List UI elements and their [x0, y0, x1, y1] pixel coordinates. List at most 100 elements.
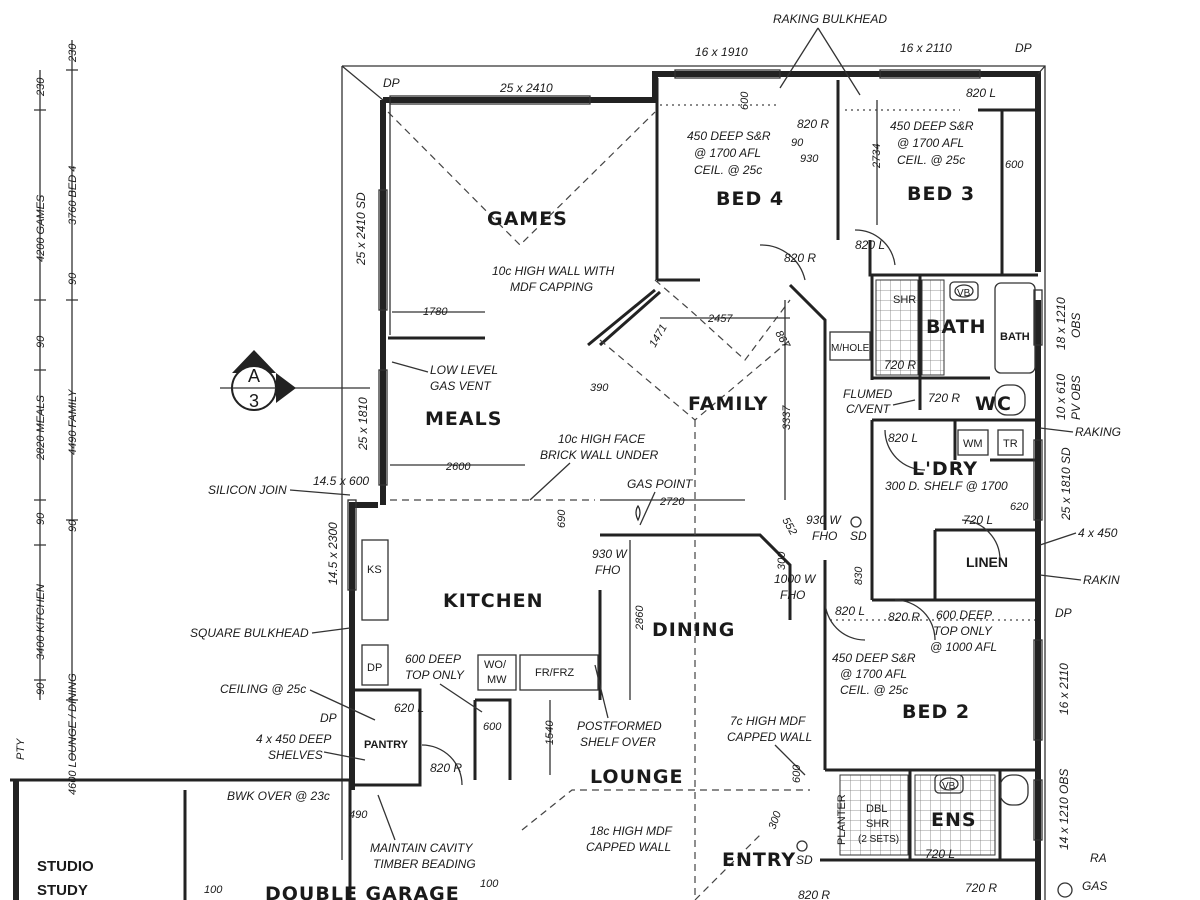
note-flumed-1: FLUMED	[843, 387, 893, 401]
note-dbl-shr-3: (2 SETS)	[858, 834, 899, 845]
door-ens-door: 720 L	[925, 847, 955, 861]
door-swings	[421, 229, 1001, 786]
room-bed2: BED 2	[902, 701, 970, 723]
room-labels: GAMES BED 4 BED 3 BATH BATH FAMILY MEALS…	[37, 183, 1030, 900]
dim-2860: 2860	[634, 605, 646, 631]
left-dim-kitchen: 3400 KITCHEN	[35, 584, 47, 660]
room-linen: LINEN	[966, 554, 1008, 570]
note-gas: GAS	[1082, 879, 1107, 893]
dimension-lines	[390, 100, 878, 775]
dim-300: 300	[776, 551, 788, 570]
note-fho-3-b: FHO	[780, 588, 805, 602]
window-laundry-side: 25 x 1810 SD	[1059, 447, 1073, 521]
note-face-brick-2: BRICK WALL UNDER	[540, 448, 659, 462]
dim-100-a: 100	[204, 884, 223, 896]
dim-2457: 2457	[707, 313, 733, 325]
windows	[347, 69, 1043, 841]
window-wc-side-a: 10 x 610	[1054, 374, 1068, 420]
dim-600-kitchen: 600	[483, 721, 502, 733]
note-flumed-2: C/VENT	[846, 402, 892, 416]
left-dim-230-a: 230	[35, 77, 47, 97]
door-bed4-robe: 820 R	[797, 117, 829, 131]
note-games-wall-1: 10c HIGH WALL WITH	[492, 264, 615, 278]
note-bwk-over: BWK OVER @ 23c	[227, 789, 330, 803]
window-labels: 25 x 2410 16 x 1910 16 x 2110 25 x 2410 …	[313, 41, 1083, 850]
note-mdf-7c-1: 7c HIGH MDF	[730, 714, 806, 728]
door-bed3-robe: 820 L	[966, 86, 996, 100]
note-dp-kitchen: DP	[367, 662, 382, 674]
note-shelf-600-1: 600 DEEP	[405, 652, 461, 666]
room-lounge: LOUNGE	[590, 766, 684, 788]
note-vb-1: VB	[957, 288, 971, 299]
note-bed2-shelf-1: 600 DEEP	[936, 608, 992, 622]
note-robe-bed3-3: CEIL. @ 25c	[897, 153, 965, 167]
dim-600-bed4: 600	[739, 91, 751, 110]
note-wm: WM	[963, 438, 983, 450]
dim-600-bed3: 600	[1005, 159, 1024, 171]
window-bed4-top: 16 x 1910	[695, 45, 748, 59]
note-dp-top: DP	[1015, 41, 1032, 55]
window-bed3-top: 16 x 2110	[900, 41, 952, 55]
dim-690: 690	[556, 509, 568, 528]
window-wc-side-b: PV OBS	[1069, 375, 1083, 420]
note-face-brick-1: 10c HIGH FACE	[558, 432, 646, 446]
room-laundry: L'DRY	[912, 458, 978, 480]
note-mdf-18c-1: 18c HIGH MDF	[590, 824, 673, 838]
room-ensuite: ENS	[931, 809, 977, 831]
dim-300-entry: 300	[767, 809, 785, 831]
room-studio-line1: STUDIO	[37, 858, 94, 875]
note-fho-1-b: FHO	[595, 563, 620, 577]
left-dim-lounge: 4600 LOUNGE / DINING	[67, 673, 79, 795]
note-raking-3: RA	[1090, 851, 1107, 865]
section-marker: A 3	[220, 350, 370, 411]
door-bed2-bottom: 820 R	[798, 888, 830, 900]
note-mdf-18c-2: CAPPED WALL	[586, 840, 671, 854]
walls	[10, 65, 1046, 900]
left-dim-family: 4490 FAMILY	[67, 389, 79, 455]
window-games-side: 25 x 2410 SD	[354, 192, 368, 266]
dim-2734: 2734	[871, 144, 883, 169]
note-dp-games: DP	[383, 76, 400, 90]
note-fho-3-a: 1000 W	[774, 572, 817, 586]
note-ks: KS	[367, 564, 382, 576]
window-ens-side: 14 x 1210 OBS	[1057, 769, 1071, 850]
left-dimension-rails: 230 4200 GAMES 90 2820 MEALS 90 3400 KIT…	[15, 40, 79, 795]
section-letter: A	[248, 366, 260, 386]
dim-930: 930	[800, 153, 819, 165]
note-dbl-shr-2: SHR	[866, 818, 889, 830]
note-dp-pantry: DP	[320, 711, 337, 725]
door-linen-door: 720 L	[963, 513, 993, 527]
room-mhole: M/HOLE	[831, 343, 870, 354]
room-pantry: PANTRY	[364, 739, 409, 751]
door-labels: 820 R 820 L 820 R 820 L 720 R 720 R 820 …	[394, 86, 997, 900]
room-bath: BATH	[926, 316, 987, 338]
door-ens-door-b: 720 R	[965, 881, 997, 895]
section-number: 3	[249, 391, 259, 411]
note-shelves-2: SHELVES	[268, 748, 323, 762]
dim-490: 490	[349, 809, 368, 821]
note-fho-2-a: 930 W	[806, 513, 842, 527]
dim-2600: 2600	[445, 461, 471, 473]
door-bed2-robe: 820 L	[835, 604, 865, 618]
note-square-bulkhead: SQUARE BULKHEAD	[190, 626, 309, 640]
door-bed4-door: 820 R	[784, 251, 816, 265]
dim-620: 620	[1010, 501, 1029, 513]
room-wc: WC	[975, 393, 1012, 415]
note-cavity-2: TIMBER BEADING	[373, 857, 476, 871]
note-dbl-shr-1: DBL	[866, 803, 887, 815]
dim-100-b: 100	[480, 878, 499, 890]
dim-600-lounge: 600	[791, 764, 803, 783]
note-shelves-1: 4 x 450 DEEP	[256, 732, 331, 746]
note-mdf-7c-2: CAPPED WALL	[727, 730, 812, 744]
ceiling-lines	[341, 65, 1046, 900]
left-dim-90-a: 90	[35, 335, 47, 348]
dim-2720: 2720	[659, 496, 685, 508]
door-pantry-side: 820 R	[430, 761, 462, 775]
window-bath-side-a: 18 x 1210	[1054, 297, 1068, 350]
left-dim-games: 4200 GAMES	[35, 194, 47, 262]
note-raking-2: RAKIN	[1083, 573, 1120, 587]
note-postformed-2: SHELF OVER	[580, 735, 656, 749]
window-games-top: 25 x 2410	[499, 81, 553, 95]
dim-90: 90	[791, 137, 804, 149]
left-dim-pty: PTY	[15, 738, 27, 760]
